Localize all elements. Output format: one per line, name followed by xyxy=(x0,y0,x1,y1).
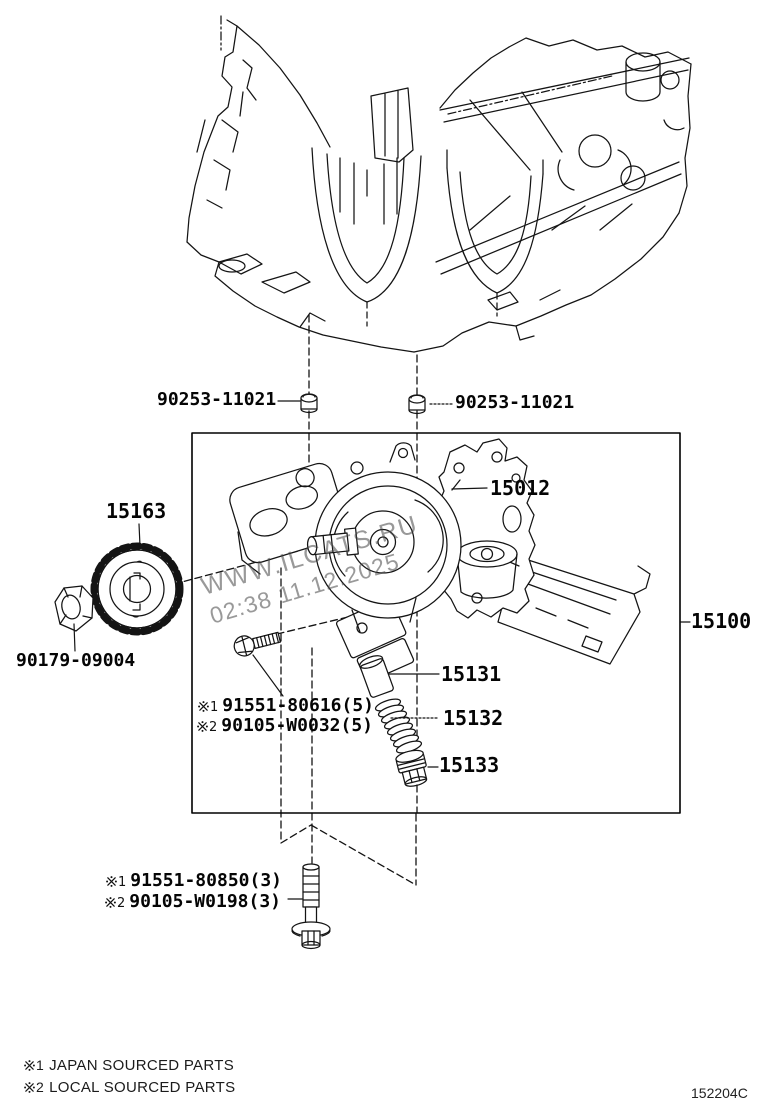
reference-mark: 1 xyxy=(106,875,126,890)
reference-mark: 1 xyxy=(198,700,218,715)
part-number: 90105-W0032(5) xyxy=(221,715,373,736)
valve-plug-drawing xyxy=(395,749,428,787)
footnote-pump-bolt-2: 2 90105-W0032(5) xyxy=(197,715,373,736)
part-number: 90105-W0198(3) xyxy=(129,891,281,912)
legend-japan-sourced: 1 JAPAN SOURCED PARTS xyxy=(24,1057,234,1074)
legend-local-sourced: 2 LOCAL SOURCED PARTS xyxy=(24,1079,235,1096)
valve-spring-drawing xyxy=(374,698,423,754)
legend-text: LOCAL SOURCED PARTS xyxy=(49,1079,236,1096)
label-sprocket: 15163 xyxy=(106,499,167,523)
footnote-mount-bolt-1: 1 91551-80850(3) xyxy=(106,870,282,891)
label-plug-right: 90253-11021 xyxy=(455,392,575,413)
engine-block-drawing xyxy=(186,15,692,353)
sprocket-drawing xyxy=(90,542,184,636)
assembly-box-15100 xyxy=(191,432,681,814)
mount-bolt-drawing xyxy=(291,863,331,950)
pump-bolt-drawing xyxy=(233,631,282,657)
plug-left-drawing xyxy=(300,393,318,414)
oil-pump-drawing xyxy=(229,438,651,683)
label-valve-plug: 15133 xyxy=(439,753,500,777)
reference-mark: 2 xyxy=(105,896,125,911)
valve-piston-drawing xyxy=(359,655,394,698)
label-plug-left: 90253-11021 xyxy=(157,389,277,410)
part-number: 91551-80850(3) xyxy=(130,870,282,891)
footnote-mount-bolt-2: 2 90105-W0198(3) xyxy=(105,891,281,912)
plug-right-drawing xyxy=(408,394,426,415)
part-number: 91551-80616(5) xyxy=(222,695,374,716)
label-nut: 90179-09004 xyxy=(16,650,136,671)
footnote-pump-bolt-1: 1 91551-80616(5) xyxy=(198,695,374,716)
nut-drawing xyxy=(54,585,94,632)
reference-mark: 2 xyxy=(197,720,217,735)
leader-lines xyxy=(73,400,691,900)
label-valve-spring: 15132 xyxy=(443,706,504,730)
legend-text: JAPAN SOURCED PARTS xyxy=(49,1057,234,1074)
label-pump-cover: 15012 xyxy=(490,476,551,500)
reference-mark: 1 xyxy=(24,1057,44,1073)
label-valve-piston: 15131 xyxy=(441,662,502,686)
label-pump-assembly: 15100 xyxy=(691,609,752,633)
reference-mark: 2 xyxy=(24,1079,44,1095)
diagram-code: 152204C xyxy=(691,1085,748,1101)
